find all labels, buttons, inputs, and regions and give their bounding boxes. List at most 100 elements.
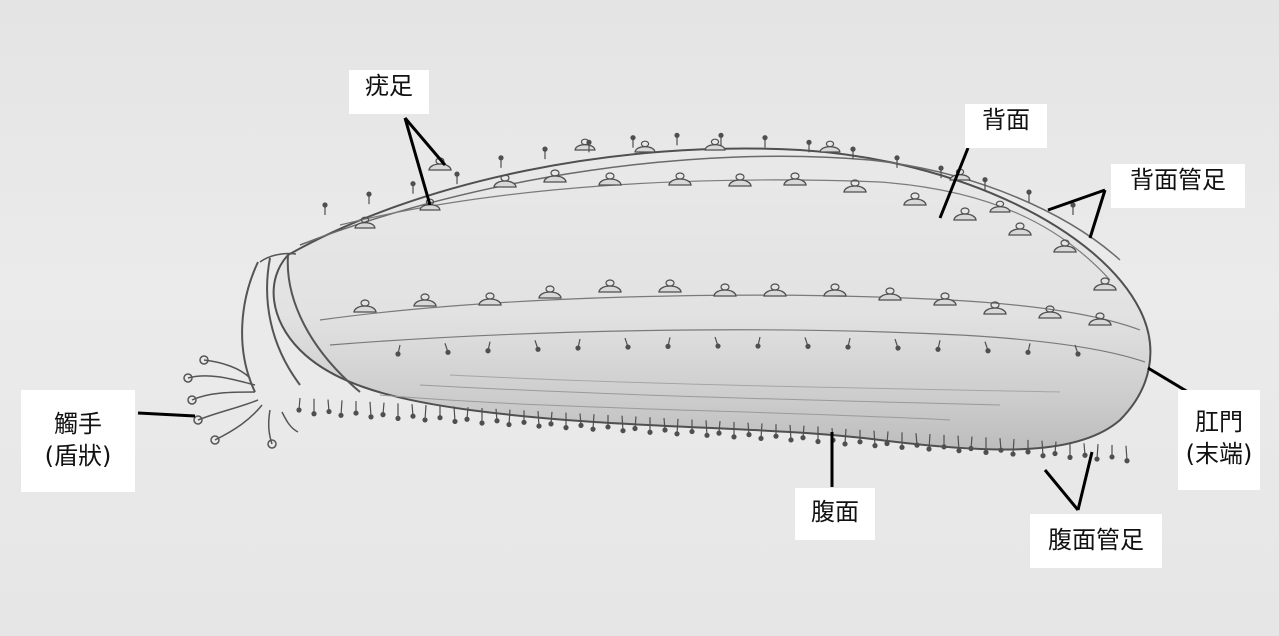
tentacles-drawing [184, 356, 298, 448]
leader-line-tentacles [138, 413, 195, 416]
tube-foot-tip [968, 446, 973, 451]
tube-foot-tip [716, 431, 721, 436]
papilla [635, 147, 655, 152]
tube-foot-tip [1025, 449, 1030, 454]
leader-line-ventral-tube-feet [1078, 452, 1092, 510]
tube-foot-tip [625, 344, 630, 349]
tube-foot-tip [773, 434, 778, 439]
tube-foot-tip [806, 140, 811, 145]
tube-foot-tip [1075, 351, 1080, 356]
tube-foot-tip [1025, 350, 1030, 355]
tube-foot-tip [857, 439, 862, 444]
tube-foot-tip [983, 450, 988, 455]
tube-foot-tip [1052, 451, 1057, 456]
tube-foot-tip [746, 432, 751, 437]
tube-foot-tip [395, 416, 400, 421]
tube-foot-tip [410, 181, 415, 186]
tube-foot-tip [1094, 456, 1099, 461]
tube-foot-tip [535, 347, 540, 352]
tube-foot-tip [914, 443, 919, 448]
tube-foot-tip [479, 420, 484, 425]
tube-foot-tip [542, 147, 547, 152]
tube-foot-tip [985, 348, 990, 353]
papilla-tip [826, 141, 833, 146]
tube-foot-tip [437, 415, 442, 420]
tube-foot-tip [956, 448, 961, 453]
tube-foot-tip [368, 414, 373, 419]
label-ventral: 腹面 [795, 488, 875, 540]
tube-foot-tip [632, 426, 637, 431]
label-ventral-tube-feet: 腹面管足 [1030, 514, 1162, 568]
tube-foot-tip [1010, 451, 1015, 456]
tube-foot-tip [353, 410, 358, 415]
tube-foot-tip [758, 436, 763, 441]
tube-foot-tip [805, 344, 810, 349]
tube-foot-tip [620, 428, 625, 433]
tube-foot-tip [788, 437, 793, 442]
tube-foot-tip [665, 344, 670, 349]
tube-foot-tip [731, 434, 736, 439]
label-dorsal-tube-feet: 背面管足 [1111, 164, 1245, 208]
tube-foot-tip [452, 419, 457, 424]
tube-foot-tip [586, 140, 591, 145]
tube-foot-tip [674, 133, 679, 138]
papilla-tip [641, 141, 648, 146]
leader-line-ventral-tube-feet [1045, 470, 1078, 510]
tube-foot-tip [630, 135, 635, 140]
tube-foot-tip [322, 202, 327, 207]
label-anus: 肛門 (末端) [1178, 390, 1260, 490]
label-dorsal: 背面 [965, 104, 1047, 148]
tube-foot-tip [521, 420, 526, 425]
tube-foot-tip [548, 421, 553, 426]
tube-foot-tip [485, 348, 490, 353]
tube-foot-tip [998, 448, 1003, 453]
tube-foot-tip [1082, 453, 1087, 458]
tube-foot-tip [762, 135, 767, 140]
tube-foot-tip [590, 427, 595, 432]
label-parapodia: 疣足 [349, 70, 429, 114]
tube-foot-tip [454, 172, 459, 177]
tube-foot-tip [498, 155, 503, 160]
tube-foot-tip [1067, 455, 1072, 460]
tube-foot-tip [662, 427, 667, 432]
tube-foot-tip [578, 423, 583, 428]
tube-foot-tip [1026, 190, 1031, 195]
leader-line-anus [1148, 368, 1188, 392]
tube-foot-tip [845, 344, 850, 349]
tube-foot-tip [506, 422, 511, 427]
tube-foot-tip [755, 343, 760, 348]
papilla-tip [711, 139, 718, 144]
tube-foot-tip [899, 445, 904, 450]
tube-foot-tip [894, 155, 899, 160]
tube-foot-tip [575, 345, 580, 350]
tube-foot-tip [704, 433, 709, 438]
tube-foot-tip [926, 446, 931, 451]
tube-foot-tip [872, 443, 877, 448]
tube-foot-tip [410, 414, 415, 419]
tube-foot-tip [296, 407, 301, 412]
tube-foot-tip [815, 439, 820, 444]
papilla [705, 145, 725, 150]
tube-foot-tip [938, 166, 943, 171]
papilla [820, 147, 840, 152]
tube-foot-tip [895, 345, 900, 350]
body-outline [274, 148, 1151, 449]
tube-foot-tip [1124, 458, 1129, 463]
tube-foot-tip [536, 423, 541, 428]
tube-foot-tip [605, 424, 610, 429]
tube-foot-tip [326, 409, 331, 414]
tube-foot-tip [941, 444, 946, 449]
tube-foot-tip [647, 430, 652, 435]
tube-foot-tip [366, 192, 371, 197]
tube-foot-tip [422, 417, 427, 422]
tube-foot-tip [1109, 454, 1114, 459]
leader-line-dorsal-tube-feet [1048, 190, 1105, 210]
leader-line-dorsal-tube-feet [1090, 190, 1105, 238]
tube-foot-tip [674, 431, 679, 436]
tube-foot-tip [563, 425, 568, 430]
tube-foot-tip [884, 441, 889, 446]
tube-foot-tip [445, 350, 450, 355]
tube-foot-tip [464, 417, 469, 422]
tube-foot-tip [718, 133, 723, 138]
tube-foot-tip [494, 418, 499, 423]
